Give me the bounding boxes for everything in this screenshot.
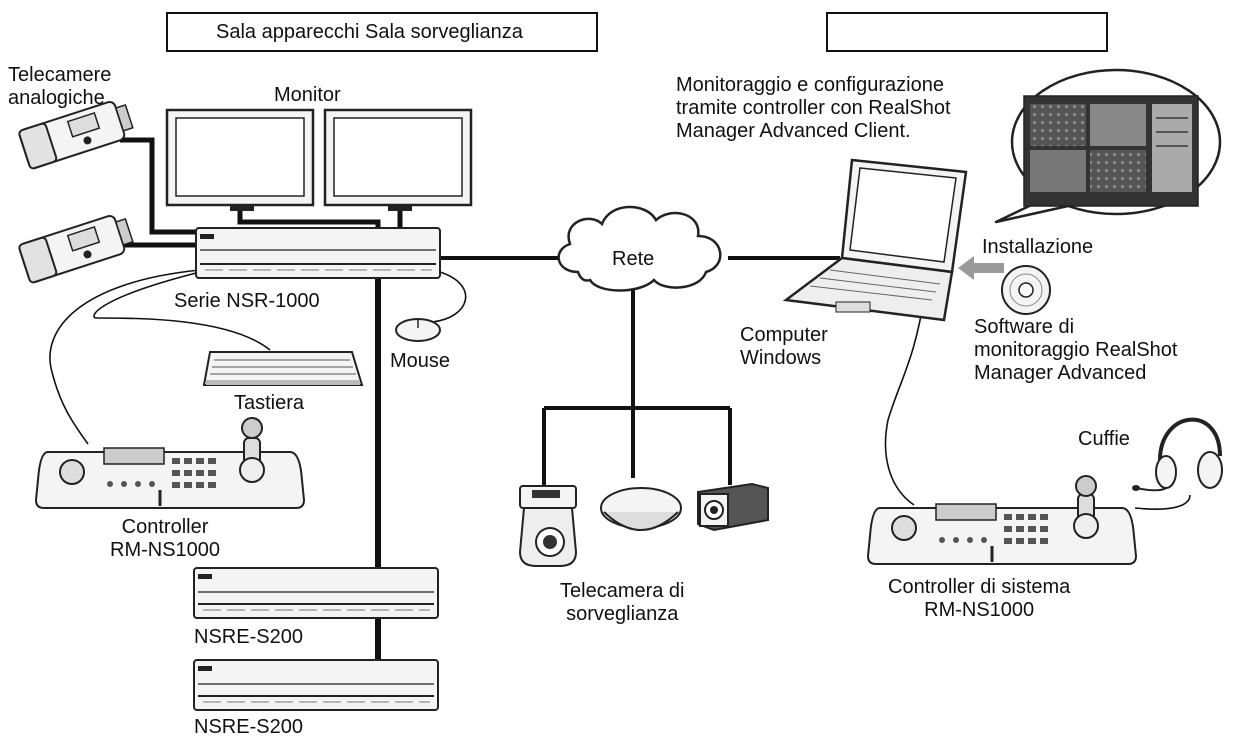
keyboard-icon (202, 351, 364, 386)
headphones-icon (1132, 417, 1223, 492)
analog-camera-icon (18, 214, 134, 284)
label-network: Rete (612, 248, 655, 270)
cable-network-cameras (542, 282, 732, 488)
controller-icon (34, 417, 306, 509)
label-monitoring-description: Monitoraggio e configurazione tramite co… (676, 74, 951, 142)
box-camera-icon (697, 482, 769, 532)
label-mouse: Mouse (390, 350, 451, 372)
label-expansion-2: NSRE-S200 (194, 716, 303, 738)
header-left-text: Sala apparecchi Sala sorveglianza (216, 21, 523, 43)
header-box-right (826, 12, 1108, 52)
controller-icon (866, 475, 1138, 565)
cable-laptop-controller (884, 291, 926, 506)
label-analog-cameras: Telecamere analogiche (8, 64, 112, 109)
label-controller-left: Controller RM-NS1000 (110, 516, 221, 561)
cd-icon (1001, 265, 1051, 315)
label-expansion-1: NSRE-S200 (194, 626, 303, 648)
ptz-camera-icon (518, 485, 578, 567)
arrow-icon (958, 256, 1004, 280)
label-surveillance-camera: Telecamera di sorveglianza (560, 580, 685, 625)
analog-camera-icon (18, 100, 134, 170)
cable-camera1-recorder (120, 137, 198, 235)
cable-controller (49, 269, 201, 445)
label-installation: Installazione (982, 236, 1094, 258)
label-monitor: Monitor (274, 84, 341, 106)
laptop-icon (782, 158, 968, 322)
cable-monitor1 (237, 207, 381, 230)
mouse-icon (395, 318, 441, 342)
label-system-controller: Controller di sistema RM-NS1000 (888, 576, 1071, 621)
expansion-unit-icon (193, 659, 439, 711)
speech-bubble-icon (994, 68, 1222, 224)
dome-camera-icon (600, 487, 682, 531)
cable-keyboard (93, 271, 271, 351)
expansion-unit-icon (193, 567, 439, 619)
monitor-icon (323, 108, 473, 211)
header-box-left: Sala apparecchi Sala sorveglianza (166, 12, 598, 52)
label-keyboard: Tastiera (234, 392, 305, 414)
cloud-icon (557, 205, 722, 292)
label-headphones: Cuffie (1078, 428, 1130, 450)
connection-lines (49, 137, 1191, 660)
recorder-icon (195, 227, 441, 279)
label-windows-pc: Computer Windows (740, 324, 828, 369)
label-recorder: Serie NSR-1000 (174, 290, 320, 312)
monitor-icon (165, 108, 315, 211)
label-software: Software di monitoraggio RealShot Manage… (974, 316, 1178, 384)
cable-mouse (431, 271, 467, 323)
cable-headphones (1134, 494, 1191, 510)
